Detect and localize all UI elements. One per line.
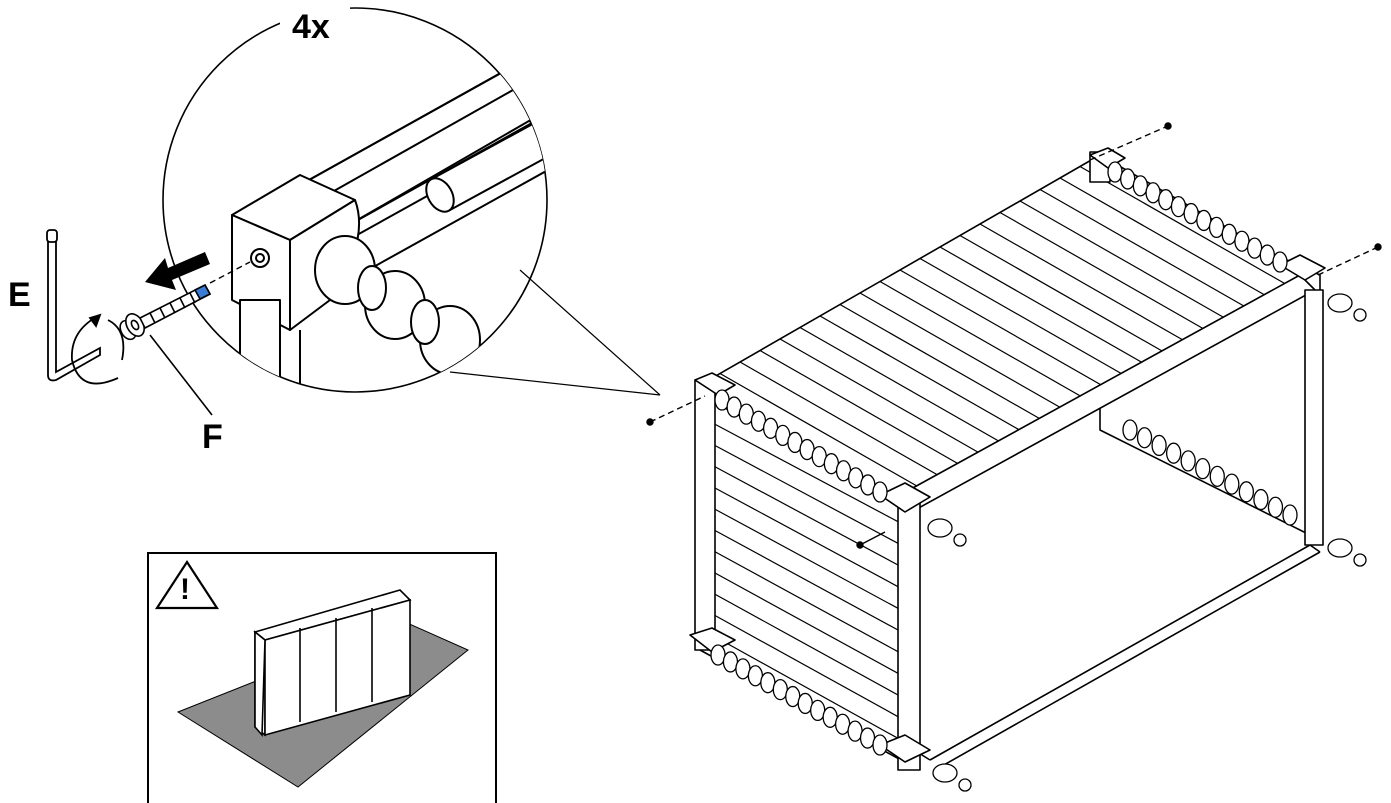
- top-slat: [1039, 188, 1251, 311]
- spool-bead: [1209, 465, 1225, 488]
- top-slat: [899, 269, 1111, 391]
- finial: [1353, 308, 1367, 322]
- warning-symbol: !: [180, 573, 190, 606]
- insert-arrow-icon: [145, 252, 210, 290]
- side-slat: [714, 572, 899, 674]
- spool-bead: [1183, 202, 1199, 225]
- top-slat: [819, 315, 1031, 437]
- side-slat: [714, 508, 899, 609]
- spool-bead: [1196, 209, 1212, 232]
- top-slat: [759, 349, 971, 472]
- part-label-f: F: [202, 418, 223, 456]
- top-slat: [1019, 200, 1231, 322]
- spool-bead: [1208, 216, 1225, 239]
- finial: [953, 533, 967, 547]
- side-slat: [714, 423, 899, 523]
- top-slat: [879, 280, 1091, 403]
- spool-bead: [1234, 230, 1250, 252]
- spool-bead: [1165, 442, 1182, 464]
- bolt-icon: [119, 283, 212, 341]
- top-slat: [1079, 165, 1291, 288]
- top-slat: [959, 234, 1171, 357]
- side-slat: [714, 529, 899, 631]
- spool-bead: [1132, 175, 1149, 197]
- top-slat: [919, 257, 1131, 380]
- spool-bead: [1120, 168, 1136, 190]
- spool-bead: [1259, 244, 1275, 266]
- spool-bead: [1282, 504, 1298, 526]
- spool-bead: [1170, 195, 1187, 218]
- spool-bead: [1180, 450, 1196, 472]
- spool-bead: [1221, 223, 1237, 245]
- side-slat: [714, 614, 899, 718]
- spool-rows: [710, 161, 1367, 792]
- side-slat: [714, 444, 899, 544]
- top-slat: [859, 292, 1071, 414]
- frame-screws: [646, 122, 1382, 549]
- spool-bead: [1158, 189, 1174, 211]
- top-slat: [719, 372, 931, 495]
- spool-bead: [1267, 496, 1284, 518]
- detail-magnifier: [162, 6, 548, 393]
- finial-knob: [1327, 293, 1353, 313]
- allen-key-icon: [46, 229, 125, 385]
- part-label-e: E: [8, 276, 31, 314]
- finial-knob: [932, 763, 958, 783]
- spool-bead: [872, 734, 888, 756]
- spool-bead: [1272, 251, 1288, 273]
- spool-bead: [1238, 481, 1255, 503]
- spool-bead: [1151, 434, 1167, 457]
- spool-bead: [1246, 237, 1263, 259]
- spool-bead: [872, 481, 888, 503]
- top-slat: [779, 338, 991, 460]
- top-slat: [979, 223, 1191, 345]
- top-slat: [1059, 177, 1271, 299]
- side-slat: [714, 551, 899, 653]
- finial: [1353, 553, 1367, 567]
- warning-triangle-icon: [154, 559, 220, 610]
- finial-knob: [927, 518, 953, 538]
- side-slat: [714, 487, 899, 588]
- side-slat: [714, 593, 899, 696]
- top-slat: [739, 361, 951, 483]
- warning-box: [147, 552, 497, 803]
- top-slat: [799, 326, 1011, 449]
- spool-bead: [1145, 182, 1161, 204]
- quantity-label: 4x: [286, 10, 336, 44]
- side-slat: [714, 636, 899, 739]
- top-slat: [939, 246, 1151, 368]
- side-slat: [714, 466, 899, 566]
- spool-bead: [1122, 419, 1138, 441]
- spool-bead: [1107, 161, 1123, 183]
- spool-bead: [1195, 457, 1211, 480]
- spool-bead: [1224, 473, 1240, 495]
- finial: [958, 778, 972, 792]
- finial-knob: [1327, 538, 1353, 558]
- top-slat: [839, 303, 1051, 426]
- spool-bead: [1253, 488, 1269, 511]
- spool-bead: [1136, 427, 1153, 449]
- top-slat: [999, 211, 1211, 334]
